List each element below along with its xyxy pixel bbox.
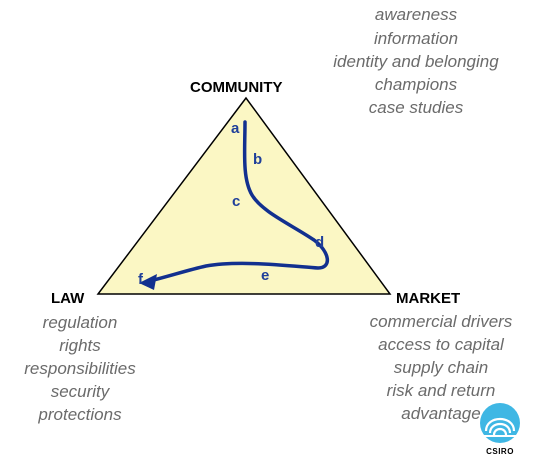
market-item: access to capital [378, 335, 505, 354]
point-label-e: e [261, 267, 269, 284]
market-item: risk and return [387, 381, 496, 400]
community-item: awareness [375, 5, 458, 24]
point-label-b: b [253, 151, 262, 168]
pathway-curve [144, 120, 329, 284]
point-label-f: f [138, 271, 144, 288]
law-item: rights [59, 336, 101, 355]
point-label-d: d [315, 234, 324, 251]
law-item: regulation [43, 313, 118, 332]
community-item: champions [375, 75, 458, 94]
law-item: security [51, 382, 111, 401]
vertex-label-market: MARKET [396, 290, 460, 307]
csiro-logo-text: CSIRO [486, 447, 514, 456]
law-item: responsibilities [24, 359, 136, 378]
point-label-c: c [232, 193, 240, 210]
csiro-logo: CSIRO [480, 403, 520, 456]
csiro-logo-rings [484, 417, 516, 436]
market-item: commercial drivers [370, 312, 513, 331]
vertex-label-law: LAW [51, 290, 85, 307]
point-label-a: a [231, 120, 240, 137]
community-item: identity and belonging [333, 52, 499, 71]
community-item: case studies [369, 98, 464, 117]
market-item: advantage [401, 404, 480, 423]
law-item: protections [37, 405, 122, 424]
community-item: information [374, 29, 458, 48]
vertex-label-community: COMMUNITY [190, 79, 283, 96]
arrow-head [139, 274, 157, 290]
triangle [96, 96, 392, 295]
market-item: supply chain [394, 358, 489, 377]
